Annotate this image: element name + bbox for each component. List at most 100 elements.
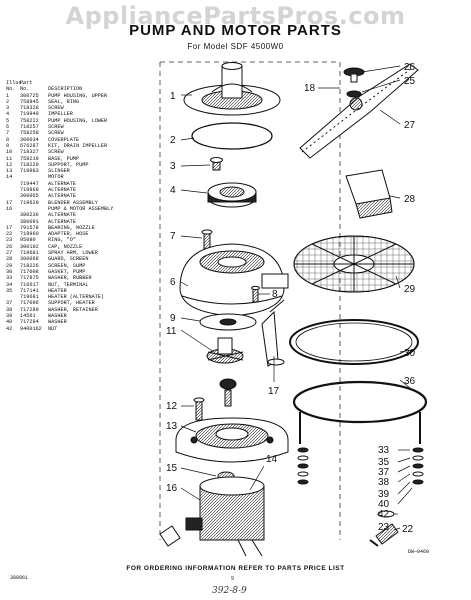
legend-description: ALTERNATE [48, 193, 77, 200]
legend-description: NUT, TERMINAL [48, 281, 89, 288]
diagram-id: DW—0469 [408, 549, 430, 555]
legend-ill-no: 28 [6, 256, 13, 263]
legend-description: HEATER (ALTERNATE) [48, 294, 105, 301]
legend-part-no: 719629 [20, 199, 39, 206]
legend-part-no: 718220 [20, 161, 39, 168]
heater-hardware-right [412, 447, 424, 485]
legend-header-part-no: No. [20, 86, 30, 93]
handwritten-note: 392-8-9 [212, 586, 247, 596]
callout-25: 25 [404, 76, 416, 87]
legend-description: KIT, DRAIN IMPELLER [48, 142, 108, 149]
callout-42: 42 [378, 509, 390, 520]
coverplate-screw [251, 285, 260, 303]
legend-description: SUPPORT, HEATER [48, 300, 95, 307]
legend-description: SEAL, RING [48, 98, 80, 105]
legend-ill-no: 14 [6, 174, 13, 181]
legend-description: ALTERNATE [48, 180, 77, 187]
pump-support-gear [219, 378, 237, 407]
legend-description: ALTERNATE [48, 212, 77, 219]
callout-15: 15 [166, 463, 178, 474]
legend-part-no: 300192 [20, 243, 39, 250]
callout-6: 6 [170, 277, 176, 288]
callout-35: 35 [378, 457, 390, 468]
legend-part-no: 718226 [20, 262, 39, 269]
legend-part-no: 300725 [20, 92, 39, 99]
legend-part-no: 716617 [20, 281, 39, 288]
legend-part-no: 9400162 [20, 325, 42, 332]
legend-description: SCREW [48, 105, 64, 112]
legend-part-no: 719869 [20, 187, 39, 194]
legend-description: SCREW [48, 130, 64, 137]
legend-part-no: 791578 [20, 224, 39, 231]
legend-part-no: 717141 [20, 287, 39, 294]
seal-ring [191, 122, 273, 150]
legend-ill-no: 30 [6, 268, 13, 275]
legend-header-desc: DESCRIPTION [48, 86, 83, 93]
legend-description: ADAPTER, HOSE [48, 231, 89, 238]
legend-ill-no: 27 [6, 250, 13, 257]
legend-header-ill-no: No. [6, 86, 16, 93]
legend-part-no: 719983 [20, 168, 39, 175]
legend-description: BASE, PUMP [48, 155, 80, 162]
legend-description: SPRAY ARM, LOWER [48, 250, 98, 257]
legend-ill-no: 35 [6, 287, 13, 294]
callout-23: 23 [378, 522, 390, 533]
legend-description: WASHER [48, 319, 67, 326]
callout-7: 7 [170, 231, 176, 242]
legend-description: WASHER [48, 312, 67, 319]
legend-header-1: Illus. Part [6, 80, 156, 86]
document-code: 380961 [10, 575, 29, 581]
legend-ill-no: 23 [6, 237, 13, 244]
legend-ill-no: 16 [6, 205, 13, 212]
callout-33: 33 [378, 445, 390, 456]
legend-ill-no: 33 [6, 275, 13, 282]
drain-impeller-plate [199, 313, 257, 331]
legend-ill-no: 8 [6, 136, 10, 143]
legend-part-no: 717096 [20, 300, 39, 307]
legend-description: ALTERNATE [48, 187, 77, 194]
legend-header-ill: Illus. [6, 80, 25, 86]
legend-part-no: 300065 [20, 193, 39, 200]
callout-30: 30 [404, 348, 416, 359]
legend-description: WASHER, RUBBER [48, 275, 92, 282]
callout-17: 17 [268, 386, 280, 397]
legend-part-no: 676287 [20, 142, 39, 149]
legend-part-no: 300034 [20, 136, 39, 143]
screw-3 [210, 157, 223, 171]
blender-assembly [261, 299, 285, 367]
callout-11: 11 [166, 326, 177, 337]
legend-row: 300065 ALTERNATE [6, 193, 156, 199]
legend-part-no: 717008 [20, 268, 39, 275]
legend-part-no: 718328 [20, 105, 39, 112]
legend-ill-no: 11 [6, 155, 13, 162]
assembly-axis-frame [160, 61, 341, 540]
legend-header-part: Part [20, 80, 33, 86]
model-subtitle: For Model SDF 4500W0 [187, 42, 284, 51]
